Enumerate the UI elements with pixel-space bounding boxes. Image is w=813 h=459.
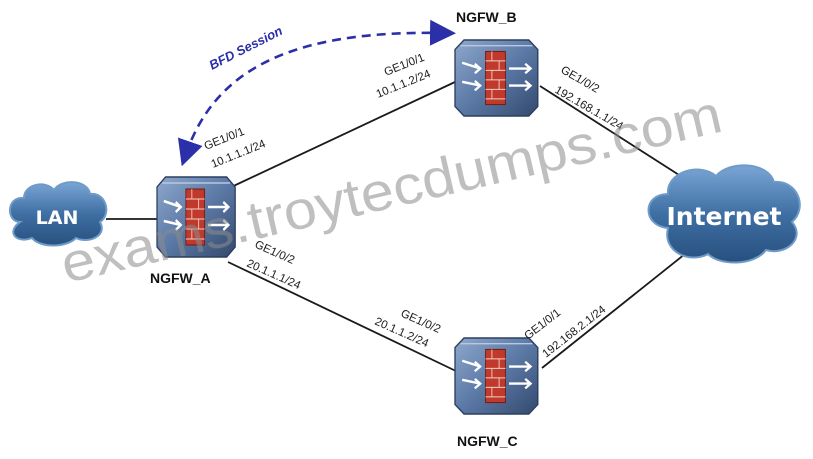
internet-label: Internet [666, 202, 781, 231]
bfd-session-arrow [177, 19, 456, 167]
link-ngfw-c-to-internet [541, 249, 691, 369]
bfd-session-label: BFD Session [207, 23, 285, 73]
link-ngfw-a-to-ngfw-c [227, 261, 459, 373]
watermark-text: exams.troytecdumps.com [55, 84, 727, 295]
ngfw-c-icon [453, 336, 539, 416]
ngfw-b-icon [453, 38, 539, 118]
lan-label: LAN [36, 207, 79, 229]
internet-cloud: Internet [647, 164, 801, 264]
ngfw-a-name: NGFW_A [150, 270, 211, 286]
ngfw-b-name: NGFW_B [456, 9, 517, 25]
ngfw-c-name: NGFW_C [457, 433, 518, 449]
link-ngfw-b-to-internet [539, 85, 691, 183]
lan-cloud: LAN [9, 181, 108, 247]
